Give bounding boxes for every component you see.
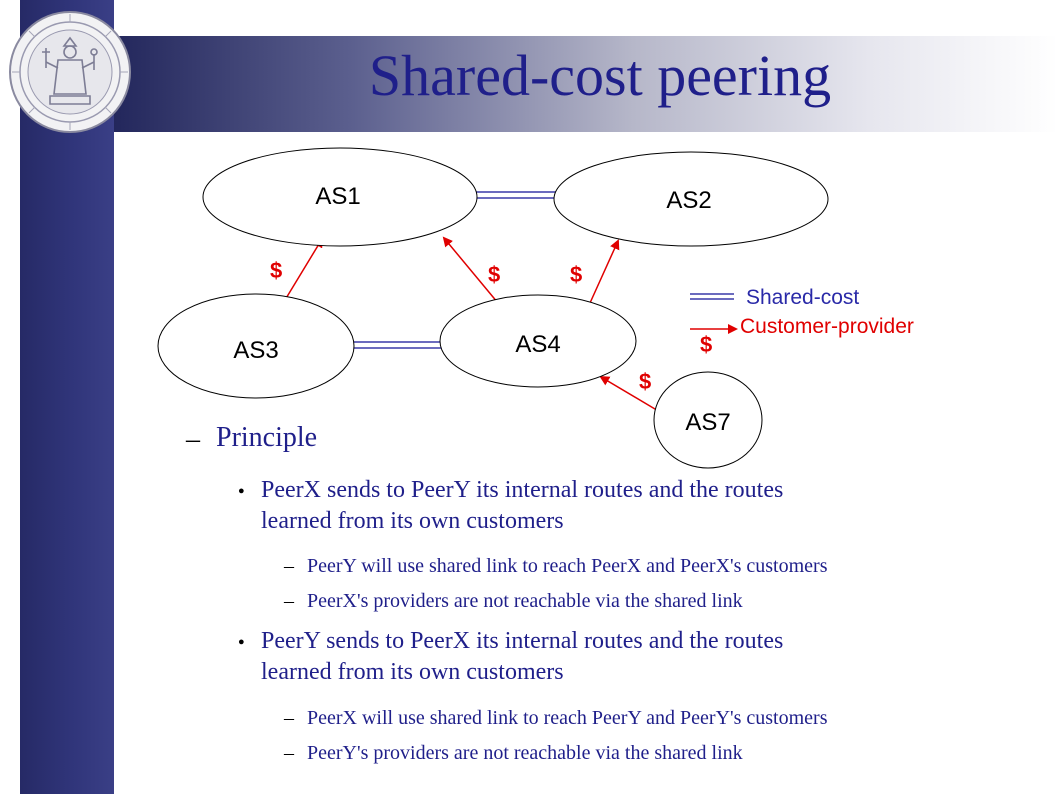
legend-customer-provider-label: Customer-provider — [740, 315, 914, 338]
cp-arrow-as4-as2 — [589, 239, 620, 304]
cp-arrow-as3-as1 — [284, 237, 324, 301]
bullet2-sub2: PeerY's providers are not reachable via … — [307, 742, 743, 764]
node-as1-label: AS1 — [315, 183, 360, 210]
legend-shared-cost-symbol — [690, 293, 734, 300]
bullet2-line1: PeerY sends to PeerX its internal routes… — [261, 628, 784, 654]
node-as2-label: AS2 — [666, 187, 711, 214]
bullet1-line2: learned from its own customers — [261, 508, 564, 534]
bullet2-sub1: PeerX will use shared link to reach Peer… — [307, 707, 828, 729]
bullet2-line2: learned from its own customers — [261, 659, 564, 685]
node-as1: AS1 — [202, 147, 478, 247]
university-seal-icon — [9, 11, 131, 133]
dollar-sign-as4-as2: $ — [570, 262, 582, 287]
bullet1-line1: PeerX sends to PeerY its internal routes… — [261, 477, 784, 503]
dollar-sign-as3-as1: $ — [270, 258, 282, 283]
node-as7-label: AS7 — [685, 409, 730, 436]
node-as7: AS7 — [653, 371, 763, 469]
node-as3: AS3 — [157, 293, 355, 399]
principle-heading: Principle — [216, 422, 318, 453]
dollar-sign-as4-as1: $ — [488, 262, 500, 287]
cp-arrow-as7-as4 — [599, 375, 661, 413]
node-as4: AS4 — [439, 294, 637, 388]
node-as4-label: AS4 — [515, 331, 560, 358]
shared-link-as3-as4 — [354, 341, 446, 349]
title-band — [114, 36, 1058, 132]
legend-dollar-sign: $ — [700, 332, 712, 357]
bullet1-sub1: PeerY will use shared link to reach Peer… — [307, 555, 828, 577]
legend-shared-cost-label: Shared-cost — [746, 286, 859, 309]
node-as2: AS2 — [553, 151, 829, 247]
node-as3-label: AS3 — [233, 337, 278, 364]
cp-arrow-as4-as1 — [442, 236, 499, 304]
dollar-sign-as7-as4: $ — [639, 369, 651, 394]
page-title: Shared-cost peering — [368, 43, 832, 108]
legend: Shared-cost Customer-provider $ — [690, 286, 914, 357]
shared-link-as1-as2 — [476, 191, 556, 199]
bullet1-sub2: PeerX's providers are not reachable via … — [307, 590, 743, 612]
